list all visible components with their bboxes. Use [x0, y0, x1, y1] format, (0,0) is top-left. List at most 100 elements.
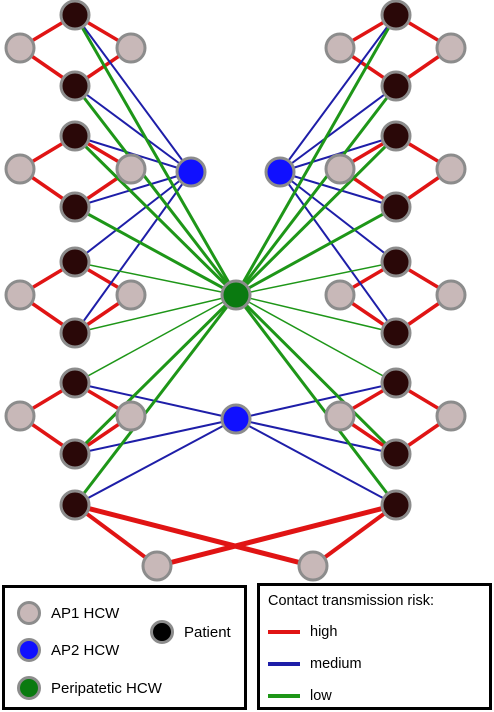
patient-node: [59, 70, 91, 102]
ap1-hcw-node: [324, 32, 356, 64]
risk-high-label: high: [310, 624, 338, 640]
legend-ap1-item: AP1 HCW: [17, 601, 119, 625]
medium-risk-edge: [74, 171, 192, 208]
medium-risk-edge: [74, 418, 237, 506]
high-risk-line-swatch: [268, 630, 300, 634]
risk-low-item: low: [268, 688, 332, 704]
node-type-legend: AP1 HCW Patient AP2 HCW Peripatetic HCW: [2, 585, 247, 710]
medium-risk-edge: [235, 418, 397, 506]
low-risk-edge: [73, 294, 238, 506]
low-risk-edge: [234, 85, 398, 296]
patient-node: [380, 438, 412, 470]
medium-risk-edge: [279, 171, 397, 208]
transmission-risk-legend: Contact transmission risk: high medium l…: [257, 583, 492, 710]
patient-node: [59, 317, 91, 349]
ap1-hcw-node: [435, 153, 467, 185]
ap2-hcw-node: [220, 403, 252, 435]
low-risk-edge: [234, 14, 398, 296]
patient-node: [59, 0, 91, 31]
legend-ap2-item: AP2 HCW: [17, 638, 119, 662]
medium-risk-edge: [74, 85, 192, 173]
patient-node: [59, 438, 91, 470]
ap1-hcw-node: [324, 153, 356, 185]
medium-risk-edge: [74, 171, 192, 334]
ap2-hcw-node: [264, 156, 296, 188]
ap1-hcw-node: [4, 279, 36, 311]
ap1-hcw-swatch: [17, 601, 41, 625]
low-risk-edge: [74, 261, 237, 296]
medium-risk-edge: [235, 418, 397, 455]
contact-network-diagram: [4, 0, 467, 582]
peripatetic-hcw-swatch: [17, 676, 41, 700]
risk-high-item: high: [268, 624, 337, 640]
risk-medium-item: medium: [268, 656, 362, 672]
risk-medium-label: medium: [310, 656, 362, 672]
low-risk-edge: [235, 261, 397, 296]
patient-node: [380, 0, 412, 31]
low-risk-edge: [234, 134, 398, 297]
risk-legend-title: Contact transmission risk:: [268, 593, 434, 609]
ap1-hcw-node: [435, 279, 467, 311]
low-risk-edge: [73, 85, 238, 296]
low-risk-edge: [234, 294, 398, 506]
medium-risk-edge: [74, 418, 237, 455]
patient-node: [380, 489, 412, 521]
patient-node: [59, 489, 91, 521]
high-risk-edge: [74, 502, 314, 569]
medium-risk-edge: [279, 14, 397, 173]
patient-node: [59, 246, 91, 278]
legend-ap2-label: AP2 HCW: [51, 641, 120, 659]
medium-risk-edge: [279, 171, 397, 334]
ap1-hcw-node: [435, 400, 467, 432]
ap1-hcw-node: [324, 279, 356, 311]
patient-node: [59, 191, 91, 223]
low-risk-edge: [234, 293, 398, 456]
legend-ap1-label: AP1 HCW: [51, 604, 120, 622]
patient-node: [380, 317, 412, 349]
ap1-hcw-node: [4, 400, 36, 432]
ap1-hcw-node: [4, 32, 36, 64]
patient-node: [59, 367, 91, 399]
high-risk-edge: [73, 503, 159, 568]
low-risk-edge: [73, 14, 238, 296]
ap1-hcw-node: [115, 400, 147, 432]
peripatetic-hcw-node: [220, 279, 252, 311]
ap1-hcw-node: [115, 153, 147, 185]
low-risk-edge: [74, 294, 237, 334]
patient-node: [380, 191, 412, 223]
patient-swatch: [150, 620, 174, 644]
low-risk-edge: [235, 294, 397, 384]
patient-node: [380, 367, 412, 399]
low-risk-line-swatch: [268, 694, 300, 698]
risk-low-label: low: [310, 688, 332, 704]
medium-risk-edge: [74, 171, 192, 263]
ap1-hcw-node: [4, 153, 36, 185]
low-risk-edge: [73, 134, 238, 297]
ap2-hcw-node: [175, 156, 207, 188]
patient-node: [380, 120, 412, 152]
low-risk-edge: [74, 205, 237, 297]
patient-node: [380, 246, 412, 278]
ap1-hcw-node: [115, 279, 147, 311]
ap1-hcw-node: [115, 32, 147, 64]
ap2-hcw-swatch: [17, 638, 41, 662]
nodes-layer: [4, 0, 467, 582]
ap1-hcw-node: [435, 32, 467, 64]
patient-node: [380, 70, 412, 102]
legend-patient-label: Patient: [184, 623, 231, 641]
legend-peripatetic-label: Peripatetic HCW: [51, 679, 162, 697]
legend-peripatetic-item: Peripatetic HCW: [17, 676, 162, 700]
low-risk-edge: [235, 294, 397, 334]
low-risk-edge: [74, 294, 237, 384]
legend-patient-item: Patient: [150, 620, 231, 644]
medium-risk-line-swatch: [268, 662, 300, 666]
high-risk-edge: [156, 502, 397, 569]
high-risk-edge: [311, 503, 398, 568]
medium-risk-edge: [279, 85, 397, 173]
medium-risk-edge: [74, 14, 192, 173]
low-risk-edge: [73, 293, 238, 456]
patient-node: [59, 120, 91, 152]
ap1-hcw-node: [324, 400, 356, 432]
low-risk-edge: [235, 205, 397, 297]
ap1-hcw-node: [141, 550, 173, 582]
